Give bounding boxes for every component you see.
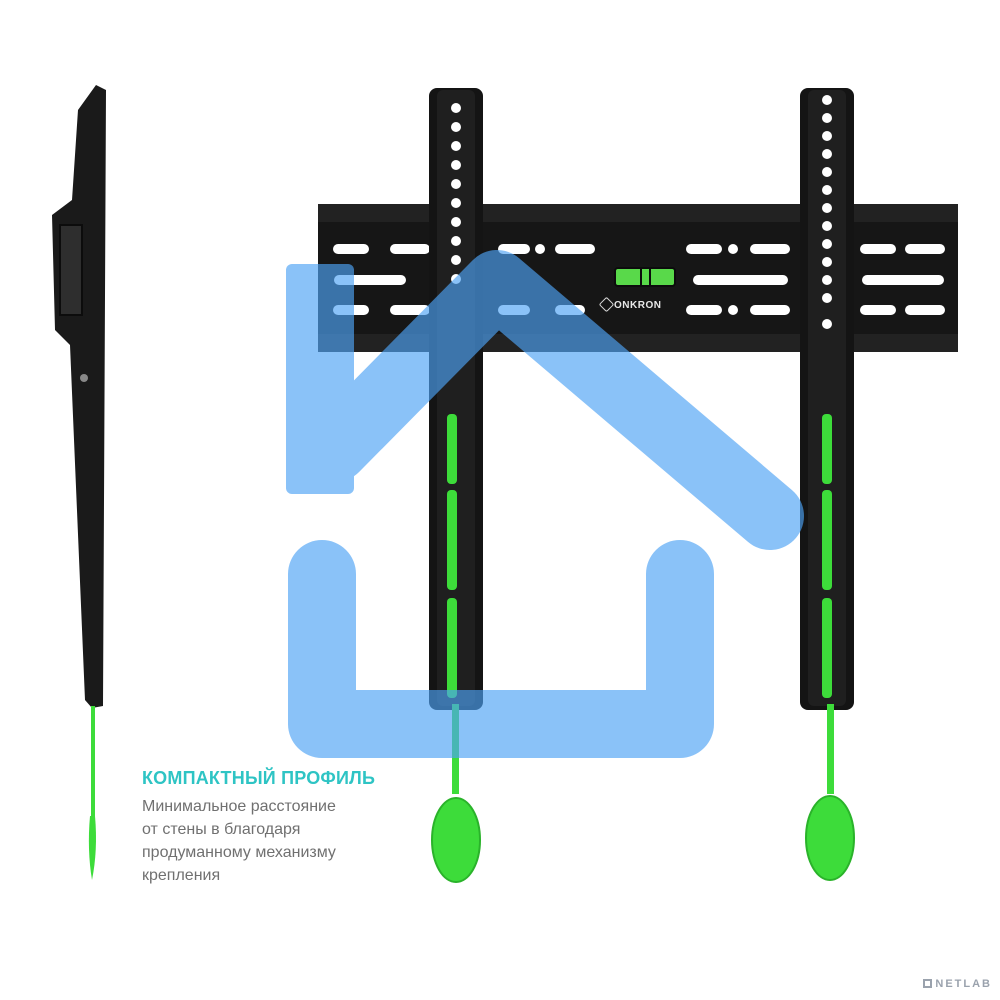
feature-description-line: от стены в благодаря — [142, 821, 301, 838]
netlab-watermark: NETLAB — [923, 978, 992, 990]
home-icon — [286, 250, 804, 758]
feature-description-line: продуманному механизму — [142, 844, 336, 861]
feature-caption: КОМПАКТНЫЙ ПРОФИЛЬ Минимальное расстояни… — [142, 768, 402, 887]
brand-logo-text: ONKRON — [614, 300, 662, 311]
feature-description: Минимальное расстояние от стены в благод… — [142, 795, 402, 887]
safety-strap-right — [805, 704, 855, 881]
side-profile-plate — [52, 85, 106, 708]
side-profile-view — [52, 85, 106, 880]
vertical-arm-left — [429, 88, 483, 710]
side-profile-bracket-notch — [59, 224, 83, 316]
side-profile-green-strap — [91, 706, 95, 816]
arm-left-green-slots — [447, 414, 457, 698]
watermark-text: NETLAB — [935, 978, 992, 990]
feature-description-line: Минимальное расстояние — [142, 798, 336, 815]
wall-plate-rim-top — [318, 204, 958, 222]
netlab-logo-icon — [923, 979, 933, 988]
feature-description-line: крепления — [142, 867, 221, 884]
arm-right-green-slots — [822, 414, 832, 698]
side-profile-screw — [80, 374, 88, 382]
feature-title: КОМПАКТНЫЙ ПРОФИЛЬ — [142, 768, 376, 788]
vertical-arm-right — [800, 88, 854, 710]
bubble-level-icon — [614, 267, 676, 287]
side-profile-green-tab — [88, 816, 96, 880]
